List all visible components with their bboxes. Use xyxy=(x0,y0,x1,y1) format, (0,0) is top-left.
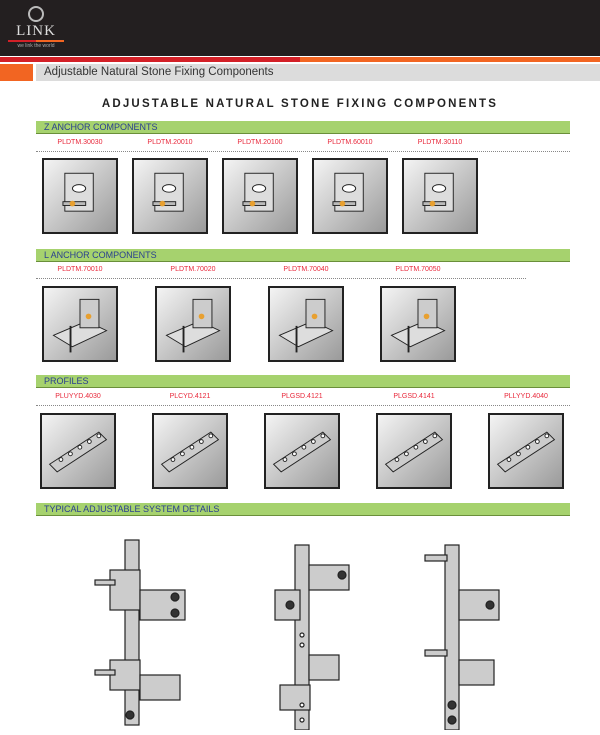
title-accent xyxy=(0,64,33,81)
header-bar xyxy=(0,0,600,56)
section-header: Z ANCHOR COMPONENTS xyxy=(36,121,570,134)
product-image[interactable] xyxy=(40,413,116,489)
system-detail-1 xyxy=(94,539,186,726)
system-details-drawings xyxy=(94,539,500,730)
product-code: PLUYYD.4030 xyxy=(55,393,101,400)
product-code: PLDTM.20100 xyxy=(237,139,283,146)
section-header: PROFILES xyxy=(36,375,570,388)
system-detail-2 xyxy=(274,544,350,730)
product-image[interactable] xyxy=(155,286,231,362)
product-image[interactable] xyxy=(42,158,118,234)
dotted-divider xyxy=(36,278,526,279)
product-code: PLDTM.60010 xyxy=(327,139,373,146)
orange-stripe xyxy=(300,57,600,62)
logo-tagline: we link the world xyxy=(17,43,55,49)
section-header: L ANCHOR COMPONENTS xyxy=(36,249,570,262)
product-code: PLDTM.70020 xyxy=(170,266,216,273)
product-image[interactable] xyxy=(268,286,344,362)
system-detail-3 xyxy=(424,544,500,730)
logo-text: LINK xyxy=(16,23,56,39)
product-image[interactable] xyxy=(376,413,452,489)
product-code: PLDTM.70040 xyxy=(283,266,329,273)
product-code: PLDTM.30030 xyxy=(57,139,103,146)
product-image[interactable] xyxy=(222,158,298,234)
red-stripe xyxy=(0,57,300,62)
product-code: PLDTM.20010 xyxy=(147,139,193,146)
product-code: PLDTM.70010 xyxy=(57,266,103,273)
product-image[interactable] xyxy=(402,158,478,234)
product-code: PLDTM.70050 xyxy=(395,266,441,273)
logo[interactable]: LINK we link the world xyxy=(8,6,64,52)
product-code: PLGSD.4141 xyxy=(393,393,435,400)
product-code: PLLYYD.4040 xyxy=(504,393,548,400)
product-code: PLDTM.30110 xyxy=(417,139,463,146)
dotted-divider xyxy=(36,151,570,152)
logo-mark-icon xyxy=(28,6,44,22)
product-image[interactable] xyxy=(42,286,118,362)
product-image[interactable] xyxy=(132,158,208,234)
product-image[interactable] xyxy=(488,413,564,489)
section-header: TYPICAL ADJUSTABLE SYSTEM DETAILS xyxy=(36,503,570,516)
logo-underline xyxy=(8,40,64,42)
product-image[interactable] xyxy=(380,286,456,362)
dotted-divider xyxy=(36,405,570,406)
product-code: PLCYD.4121 xyxy=(169,393,211,400)
page-title: Adjustable Natural Stone Fixing Componen… xyxy=(36,64,600,81)
product-image[interactable] xyxy=(152,413,228,489)
product-image[interactable] xyxy=(312,158,388,234)
product-image[interactable] xyxy=(264,413,340,489)
main-heading: ADJUSTABLE NATURAL STONE FIXING COMPONEN… xyxy=(101,98,499,110)
product-code: PLGSD.4121 xyxy=(281,393,323,400)
